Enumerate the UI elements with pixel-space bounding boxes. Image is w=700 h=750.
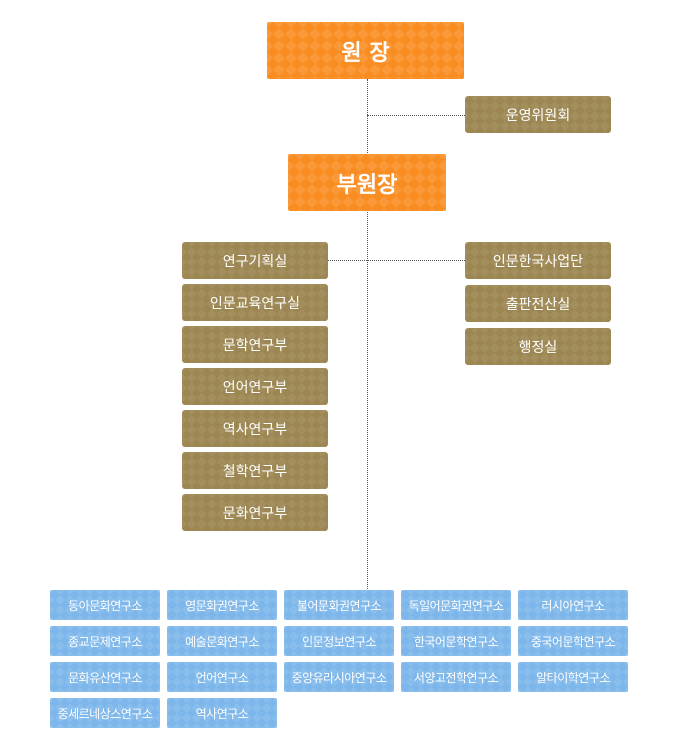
unit-humanities-education[interactable]: 인문교육연구실 [182, 284, 328, 321]
committee-connector [367, 115, 465, 116]
institute-1-4[interactable]: 중국어문학연구소 [518, 626, 628, 656]
unit-culture[interactable]: 문화연구부 [182, 494, 328, 531]
director-box[interactable]: 원 장 [267, 22, 464, 79]
institute-3-0[interactable]: 중세르네상스연구소 [50, 698, 160, 728]
institute-2-2[interactable]: 중앙유라시아연구소 [284, 662, 394, 692]
institute-0-3[interactable]: 독일어문화권연구소 [401, 590, 511, 620]
main-vertical-connector [367, 79, 368, 589]
institute-2-3[interactable]: 서양고전학연구소 [401, 662, 511, 692]
institute-0-4[interactable]: 러시아연구소 [518, 590, 628, 620]
unit-literature[interactable]: 문학연구부 [182, 326, 328, 363]
unit-language[interactable]: 언어연구부 [182, 368, 328, 405]
institute-1-3[interactable]: 한국어문학연구소 [401, 626, 511, 656]
institute-1-2[interactable]: 인문정보연구소 [284, 626, 394, 656]
institute-0-2[interactable]: 불어문화권연구소 [284, 590, 394, 620]
unit-publishing[interactable]: 출판전산실 [465, 285, 611, 322]
institute-2-0[interactable]: 문화유산연구소 [50, 662, 160, 692]
institute-0-0[interactable]: 동아문화연구소 [50, 590, 160, 620]
unit-philosophy[interactable]: 철학연구부 [182, 452, 328, 489]
institute-2-4[interactable]: 알타이학연구소 [518, 662, 628, 692]
steering-committee-box[interactable]: 운영위원회 [465, 96, 611, 133]
institute-1-0[interactable]: 종교문제연구소 [50, 626, 160, 656]
institute-0-1[interactable]: 영문화권연구소 [167, 590, 277, 620]
institute-1-1[interactable]: 예술문화연구소 [167, 626, 277, 656]
unit-history[interactable]: 역사연구부 [182, 410, 328, 447]
units-connector [328, 260, 465, 261]
unit-hk-project[interactable]: 인문한국사업단 [465, 242, 611, 279]
unit-administration[interactable]: 행정실 [465, 328, 611, 365]
vice-director-box[interactable]: 부원장 [288, 154, 446, 211]
institute-2-1[interactable]: 언어연구소 [167, 662, 277, 692]
institute-3-1[interactable]: 역사연구소 [167, 698, 277, 728]
unit-research-planning[interactable]: 연구기획실 [182, 242, 328, 279]
